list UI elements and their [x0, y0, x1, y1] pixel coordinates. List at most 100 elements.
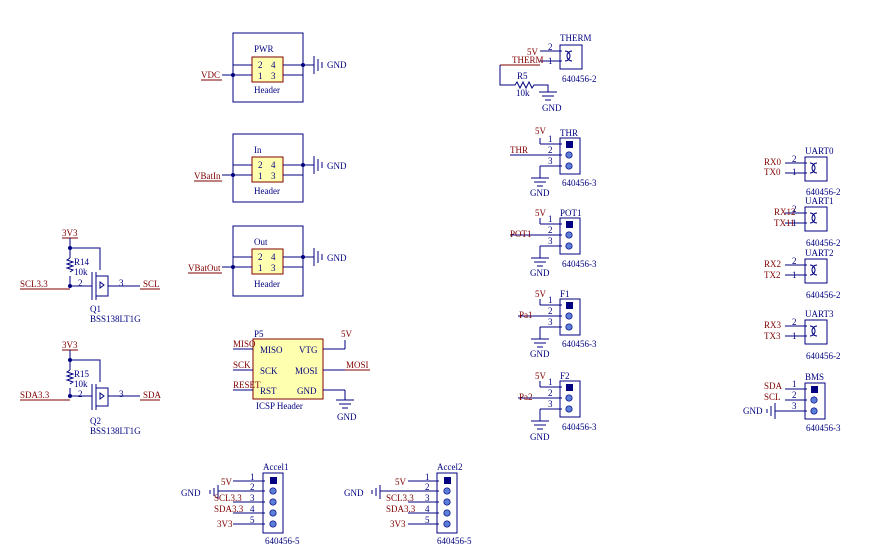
- icsp-header[interactable]: P5 MISO SCK RST VTG MOSI GND MISO SCK RE…: [233, 329, 370, 422]
- pwr-ref: PWR: [254, 44, 274, 54]
- uart0-net-b: TX0: [764, 167, 781, 177]
- uart2-pin-1: 1: [792, 270, 797, 280]
- bms-net-c: GND: [743, 406, 763, 416]
- therm-gnd: GND: [542, 103, 562, 113]
- accel1-part: 640456-5: [265, 536, 300, 546]
- pwr-pin-2: 2: [258, 60, 263, 70]
- q1-net-in: SCL3.3: [20, 279, 48, 289]
- bms-pin-1: 1: [792, 379, 797, 389]
- f2-pin-2: 2: [548, 388, 553, 398]
- bms-connector[interactable]: BMS SDA SCL GND 1 2 3 640456-3: [743, 372, 841, 433]
- f1-net-2: Pa1: [519, 310, 533, 320]
- accel2-net-5: 3V3: [390, 519, 406, 529]
- uart1-connector[interactable]: UART1 RX12 TX11 2 1 640456-2: [774, 196, 841, 248]
- icsp-net-miso: MISO: [233, 339, 256, 349]
- therm-pin-2: 2: [548, 42, 553, 52]
- bms-net-a: SDA: [764, 381, 783, 391]
- therm-net-5v: 5V: [527, 47, 539, 57]
- q2-pin-3: 3: [119, 389, 124, 399]
- accel1-connector[interactable]: Accel1 1 2 3 4 5 5V GND SCL3.3 SDA3.3 3V…: [181, 462, 300, 546]
- uart0-net-a: RX0: [764, 157, 782, 167]
- q1-pin-2: 2: [78, 278, 83, 288]
- q2-level-shifter[interactable]: 3V3 R15 10k SDA3.3 2 3 SDA Q2 BSS138LT1G: [20, 340, 162, 436]
- q1-ref: Q1: [90, 304, 101, 314]
- q2-pin-2: 2: [78, 389, 83, 399]
- f2-net-1: 5V: [535, 371, 547, 381]
- accel2-net-1: 5V: [395, 477, 407, 487]
- f1-ref: F1: [560, 289, 570, 299]
- pot1-pin-3: 3: [548, 236, 553, 246]
- q1-rref: R14: [74, 257, 90, 267]
- icsp-pin-mosi: MOSI: [295, 366, 318, 376]
- icsp-net-sck: SCK: [233, 360, 251, 370]
- accel2-pin-1: 1: [425, 472, 430, 482]
- uart3-pin-2: 2: [792, 317, 797, 327]
- uart1-part: 640456-2: [806, 238, 841, 248]
- therm-ref: THERM: [560, 33, 592, 43]
- therm-connector[interactable]: THERM 2 1 5V THERM R5 10k GND 640456-2: [499, 33, 597, 113]
- bms-net-b: SCL: [764, 392, 781, 402]
- thr-ref: THR: [560, 128, 578, 138]
- icsp-pin-vtg: VTG: [299, 345, 318, 355]
- uart1-ref: UART1: [805, 196, 833, 206]
- accel2-gnd: GND: [344, 488, 364, 498]
- pwr-net-label: VDC: [201, 70, 220, 80]
- accel1-net-1: 5V: [221, 477, 233, 487]
- uart0-connector[interactable]: UART0 RX0 TX0 2 1 640456-2: [764, 146, 841, 197]
- in-ref: In: [254, 145, 262, 155]
- f1-part: 640456-3: [562, 339, 597, 349]
- accel2-connector[interactable]: Accel2 1 2 3 4 5 5V GND SCL3.3 SDA3.3 3V…: [344, 462, 472, 546]
- uart1-pin-1: 1: [792, 218, 797, 228]
- accel2-ref: Accel2: [437, 462, 462, 472]
- out-header[interactable]: Out 2 4 1 3 GND VBatOut Header: [188, 225, 347, 297]
- accel2-pin-5: 5: [425, 515, 430, 525]
- accel1-pin-1: 1: [250, 472, 255, 482]
- uart1-net-a: RX12: [774, 207, 796, 217]
- q2-net-out: SDA: [143, 390, 162, 400]
- icsp-pin-rst: RST: [260, 386, 277, 396]
- in-header[interactable]: In 2 4 1 3 GND VBatIn Header: [194, 133, 347, 203]
- accel1-net-4: SDA3.3: [214, 504, 244, 514]
- in-pin-4: 4: [271, 160, 276, 170]
- therm-net-sig: THERM: [512, 55, 544, 65]
- out-gnd-label: GND: [327, 253, 347, 263]
- uart3-connector[interactable]: UART3 RX3 TX3 2 1 640456-2: [764, 309, 841, 361]
- thr-connector[interactable]: THR 1 2 3 5V THR GND 640456-3: [510, 126, 597, 198]
- f1-pin-1: 1: [548, 295, 553, 305]
- uart1-pin-2: 2: [792, 204, 797, 214]
- out-pin-4: 4: [271, 252, 276, 262]
- pwr-label: Header: [254, 85, 280, 95]
- thr-net-1: 5V: [535, 126, 547, 136]
- uart3-ref: UART3: [805, 309, 834, 319]
- uart2-connector[interactable]: UART2 RX2 TX2 2 1 640456-2: [764, 248, 841, 300]
- f2-connector[interactable]: F2 1 2 3 5V Pa2 GND 640456-3: [518, 371, 597, 442]
- uart2-net-b: TX2: [764, 270, 781, 280]
- accel2-pin-4: 4: [425, 504, 430, 514]
- accel1-ref: Accel1: [263, 462, 288, 472]
- therm-part: 640456-2: [562, 74, 597, 84]
- f1-connector[interactable]: F1 1 2 3 5V Pa1 GND 640456-3: [518, 289, 597, 359]
- accel1-pin-4: 4: [250, 504, 255, 514]
- in-gnd-label: GND: [327, 161, 347, 171]
- in-pin-3: 3: [271, 171, 276, 181]
- q1-level-shifter[interactable]: 3V3 R14 10k SCL3.3 2 3 SCL Q1 BSS138LT1G: [20, 228, 160, 324]
- uart3-part: 640456-2: [806, 351, 841, 361]
- pwr-header[interactable]: PWR 2 4 1 3 GND VDC Header: [201, 32, 347, 103]
- pot1-ref: POT1: [560, 208, 582, 218]
- q2-ref: Q2: [90, 416, 101, 426]
- uart2-net-a: RX2: [764, 259, 781, 269]
- therm-rref: R5: [517, 71, 528, 81]
- pot1-net-1: 5V: [535, 208, 547, 218]
- uart0-pin-2: 2: [792, 154, 797, 164]
- thr-net-2: THR: [510, 145, 528, 155]
- q1-part: BSS138LT1G: [90, 314, 141, 324]
- pwr-gnd-label: GND: [327, 60, 347, 70]
- accel1-pin-2: 2: [250, 482, 255, 492]
- accel2-pin-3: 3: [425, 493, 430, 503]
- icsp-net-reset: RESET: [233, 380, 261, 390]
- f2-ref: F2: [560, 371, 570, 381]
- icsp-label: ICSP Header: [256, 401, 303, 411]
- out-pin-2: 2: [258, 252, 263, 262]
- pot1-connector[interactable]: POT1 1 2 3 5V POT1 GND 640456-3: [510, 208, 597, 278]
